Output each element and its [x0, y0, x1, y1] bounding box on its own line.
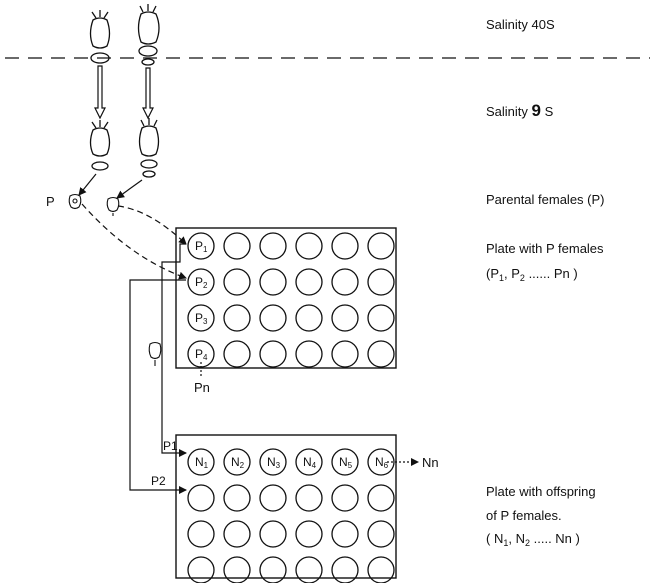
- rotifer-left-top-icon: [91, 10, 110, 63]
- well: [188, 485, 214, 511]
- well-label: P1: [195, 239, 208, 254]
- range-n-sub2: 2: [525, 538, 530, 548]
- well: [368, 305, 394, 331]
- label-plate-offspring-sub: of P females.: [486, 508, 562, 524]
- well-label: N6: [375, 455, 389, 470]
- well: [224, 485, 250, 511]
- range-n-mid: , N: [508, 531, 525, 546]
- well-label: N2: [231, 455, 245, 470]
- well: [332, 233, 358, 259]
- well: [332, 269, 358, 295]
- parental-female-right-icon: [107, 198, 119, 217]
- range-n-end: ..... Nn ): [534, 531, 580, 546]
- transfer-arrow-right: [143, 68, 153, 118]
- well: [368, 233, 394, 259]
- well: [296, 521, 322, 547]
- range-p-mid: , P: [504, 266, 520, 281]
- well: [224, 233, 250, 259]
- birth-arrow-left: [79, 174, 96, 195]
- well: [332, 485, 358, 511]
- label-route-p2: P2: [151, 473, 166, 489]
- well: [296, 305, 322, 331]
- well: [188, 521, 214, 547]
- well-label: P4: [195, 347, 208, 362]
- well: [296, 233, 322, 259]
- label-plate-offspring-range: ( N1, N2 ..... Nn ): [486, 531, 580, 551]
- well: [260, 341, 286, 367]
- well: [224, 341, 250, 367]
- route-p2: [130, 280, 186, 490]
- well: [188, 557, 214, 583]
- well: [260, 485, 286, 511]
- well-label: N3: [267, 455, 281, 470]
- label-pn: Pn: [194, 380, 210, 396]
- plate-offspring-wells: N1 N2 N3 N4 N5 N6: [188, 449, 394, 583]
- label-p: P: [46, 194, 55, 210]
- well-label: P2: [195, 275, 208, 290]
- label-plate-parental-title: Plate with P females: [486, 241, 604, 257]
- well: [296, 269, 322, 295]
- label-salinity-low-word: Salinity: [486, 104, 528, 119]
- well-label: P3: [195, 311, 208, 326]
- label-nn: Nn: [422, 455, 439, 471]
- route-p1: [162, 244, 186, 453]
- well: [368, 485, 394, 511]
- well: [224, 305, 250, 331]
- label-plate-offspring-title: Plate with offspring: [486, 484, 596, 500]
- well: [224, 269, 250, 295]
- well: [224, 557, 250, 583]
- well: [260, 521, 286, 547]
- range-p-end: ...... Pn ): [529, 266, 578, 281]
- parental-female-left-icon: [69, 195, 81, 209]
- range-p-sub2: 2: [520, 273, 525, 283]
- label-salinity-low: Salinity 9 S: [486, 103, 553, 120]
- well: [296, 341, 322, 367]
- well: [332, 341, 358, 367]
- dashed-arrow-to-p2: [82, 204, 186, 278]
- well: [332, 521, 358, 547]
- plate-offspring: [176, 435, 396, 578]
- well-label: N4: [303, 455, 317, 470]
- label-salinity-high: Salinity 40S: [486, 17, 555, 33]
- label-salinity-low-value: 9: [532, 101, 541, 120]
- well: [260, 305, 286, 331]
- transfer-rotifer-icon: [149, 343, 161, 367]
- rotifer-left-bottom-icon: [91, 120, 110, 170]
- well: [260, 233, 286, 259]
- well: [260, 269, 286, 295]
- label-parental-females: Parental females (P): [486, 192, 605, 208]
- range-p-open: (P: [486, 266, 499, 281]
- well-label: N1: [195, 455, 209, 470]
- well-label: N5: [339, 455, 353, 470]
- well: [332, 305, 358, 331]
- label-salinity-low-unit: S: [545, 104, 554, 119]
- well: [296, 557, 322, 583]
- label-route-p1: P1: [163, 438, 178, 454]
- label-plate-parental-range: (P1, P2 ...... Pn ): [486, 266, 578, 286]
- well: [368, 341, 394, 367]
- rotifer-right-bottom-icon: [140, 118, 159, 177]
- transfer-arrow-left: [95, 66, 105, 118]
- birth-arrow-right: [117, 180, 142, 198]
- well: [260, 557, 286, 583]
- well: [224, 521, 250, 547]
- well: [368, 557, 394, 583]
- range-n-open: ( N: [486, 531, 503, 546]
- well: [368, 269, 394, 295]
- well: [296, 485, 322, 511]
- rotifer-right-top-icon: [139, 4, 160, 65]
- well: [332, 557, 358, 583]
- well: [368, 521, 394, 547]
